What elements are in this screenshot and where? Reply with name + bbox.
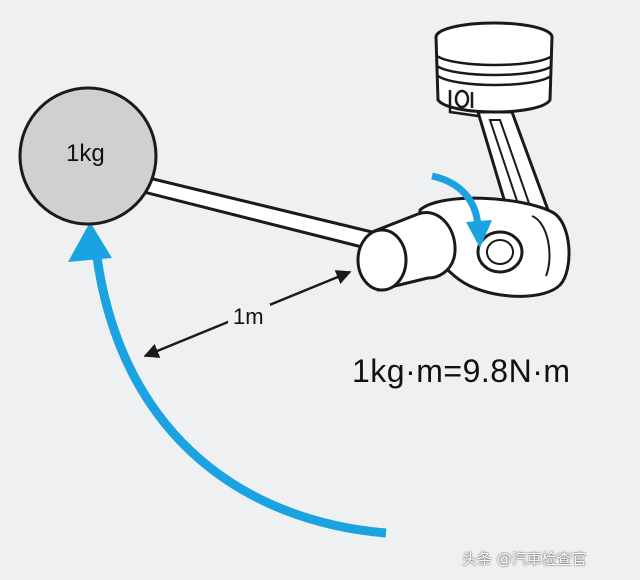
piston-icon	[434, 21, 554, 118]
mass-label: 1kg	[66, 140, 105, 167]
mass-ball-icon	[18, 86, 158, 226]
watermark: 头条 @汽車检查官	[462, 550, 587, 568]
label-backdrop	[228, 304, 270, 330]
torque-formula: 1kg·m=9.8N·m	[352, 353, 571, 389]
lever-rod	[114, 169, 374, 250]
crank-rotation-arrow-icon	[431, 172, 492, 248]
crank-pin	[356, 211, 457, 292]
distance-label: 1m	[233, 304, 264, 329]
rotation-arrow-icon	[68, 222, 387, 538]
connecting-rod-icon	[418, 110, 571, 298]
